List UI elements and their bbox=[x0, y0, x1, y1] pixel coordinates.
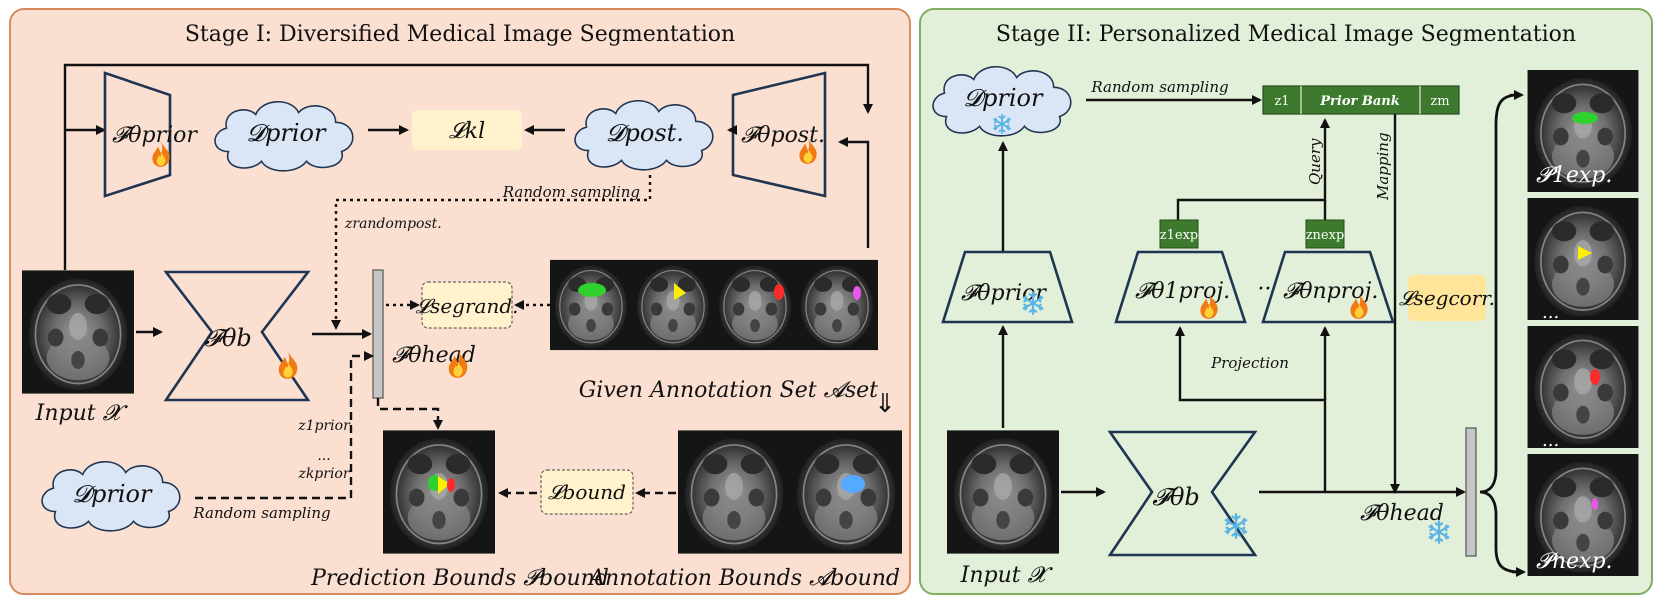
stage2-output-n-label: 𝓟nexp. bbox=[1536, 549, 1613, 574]
stage2-input-label: Input 𝓧 bbox=[960, 563, 1054, 588]
stage1-down-arrow: ⇓ bbox=[874, 389, 896, 419]
stage2-input-image bbox=[947, 430, 1059, 554]
stage2-random-sampling: Random sampling bbox=[1090, 78, 1228, 96]
svg-text:𝓛bound: 𝓛bound bbox=[548, 480, 626, 504]
stage2-head-label: 𝓕θhead bbox=[1360, 501, 1444, 526]
stage2-proj-encoder-n: 𝓕θnproj. bbox=[1261, 250, 1395, 324]
stage2-prior-encoder: 𝓕θprior bbox=[941, 250, 1074, 324]
stage1-z-prior-1: z1prior bbox=[297, 418, 351, 434]
stage1-backbone: 𝓕θb bbox=[163, 270, 311, 402]
stage1-prior-cloud: 𝓓prior bbox=[214, 100, 354, 172]
stage2-output-images bbox=[1527, 70, 1639, 576]
stage2-projection: Projection bbox=[1210, 354, 1289, 372]
stage2-prior-cloud: 𝓓prior bbox=[932, 65, 1072, 137]
stage1-head-bar bbox=[372, 269, 384, 399]
stage1-random-sampling-bottom: Random sampling bbox=[192, 504, 330, 522]
svg-text:𝓓prior: 𝓓prior bbox=[964, 84, 1044, 112]
stage1-z-post: zrandompost. bbox=[344, 216, 442, 232]
stage1-kl-loss: 𝓛kl bbox=[412, 110, 522, 150]
svg-text:𝓕θb: 𝓕θb bbox=[204, 324, 252, 352]
svg-text:zm: zm bbox=[1430, 94, 1449, 109]
svg-text:𝓕θnproj.: 𝓕θnproj. bbox=[1283, 279, 1378, 304]
svg-text:𝓕θprior: 𝓕θprior bbox=[112, 123, 198, 148]
stage2-head-bar bbox=[1465, 427, 1477, 557]
svg-text:𝓕θ1proj.: 𝓕θ1proj. bbox=[1135, 279, 1230, 304]
stage1-random-sampling-line bbox=[331, 175, 652, 330]
stage1-top-loop bbox=[63, 63, 873, 270]
stage2-output-dots-1: ... bbox=[1542, 302, 1559, 323]
stage1-input-image bbox=[22, 270, 134, 394]
stage1-prediction-bounds-label: Prediction Bounds 𝓟bound bbox=[310, 566, 609, 591]
stage1-prior-encoder: 𝓕θprior bbox=[103, 71, 198, 198]
svg-text:𝓓prior: 𝓓prior bbox=[73, 480, 153, 508]
svg-text:𝓕θpost.: 𝓕θpost. bbox=[741, 123, 825, 148]
stage1-posterior-cloud: 𝓓post. bbox=[574, 99, 714, 171]
stage2-corr-loss: 𝓛segcorr. bbox=[1399, 275, 1495, 321]
stage2-query: Query bbox=[1306, 138, 1324, 185]
stage1-annotation-set-label: Given Annotation Set 𝓐set bbox=[579, 378, 878, 403]
stage2-output-brace bbox=[1479, 93, 1521, 574]
svg-text:𝓛segrand.: 𝓛segrand. bbox=[416, 294, 519, 318]
svg-text:z1exp: z1exp bbox=[1160, 228, 1198, 243]
stage1-input-label: Input 𝓧 bbox=[35, 401, 129, 426]
svg-text:𝓛segcorr.: 𝓛segcorr. bbox=[1399, 286, 1495, 310]
stage1-random-sampling-top: Random sampling bbox=[502, 183, 640, 201]
svg-text:𝓓post.: 𝓓post. bbox=[606, 119, 684, 147]
stage2-output-1-label: 𝓟1exp. bbox=[1536, 163, 1612, 188]
stage1-prior-cloud-bottom: 𝓓prior bbox=[41, 460, 181, 532]
stage1-bound-loss: 𝓛bound bbox=[540, 469, 634, 515]
stage1-annotation-bounds-label: Annotation Bounds 𝓐bound bbox=[587, 566, 900, 591]
stage1-annotation-set bbox=[550, 259, 878, 351]
svg-text:znexp: znexp bbox=[1306, 228, 1345, 243]
stage2-proj-encoder-1: 𝓕θ1proj. bbox=[1114, 250, 1247, 324]
stage2-mapping: Mapping bbox=[1374, 132, 1392, 201]
stage1-z-prior-k: zkprior bbox=[297, 466, 350, 482]
svg-text:Prior Bank: Prior Bank bbox=[1319, 94, 1399, 109]
svg-text:z1: z1 bbox=[1274, 94, 1289, 109]
stage2-z1-exp: z1exp bbox=[1159, 219, 1199, 249]
stage1-title: Stage I: Diversified Medical Image Segme… bbox=[185, 22, 735, 47]
stage2-zn-exp: znexp bbox=[1305, 219, 1345, 249]
svg-text:𝓕θb: 𝓕θb bbox=[1152, 483, 1200, 511]
stage1-annotation-bounds bbox=[678, 430, 902, 554]
stage1-rand-loss: 𝓛segrand. bbox=[416, 281, 519, 329]
stage2-title: Stage II: Personalized Medical Image Seg… bbox=[996, 22, 1576, 47]
stage2-output-dots-2: ... bbox=[1542, 430, 1559, 451]
stage2-prior-bank: z1 Prior Bank zm bbox=[1262, 85, 1460, 115]
stage2-backbone: 𝓕θb bbox=[1107, 430, 1258, 557]
stage1-posterior-encoder: 𝓕θpost. bbox=[731, 71, 827, 198]
svg-text:𝓓prior: 𝓓prior bbox=[247, 119, 327, 147]
stage1-z-prior-dots: ... bbox=[317, 448, 330, 464]
svg-text:𝓛kl: 𝓛kl bbox=[449, 119, 485, 144]
